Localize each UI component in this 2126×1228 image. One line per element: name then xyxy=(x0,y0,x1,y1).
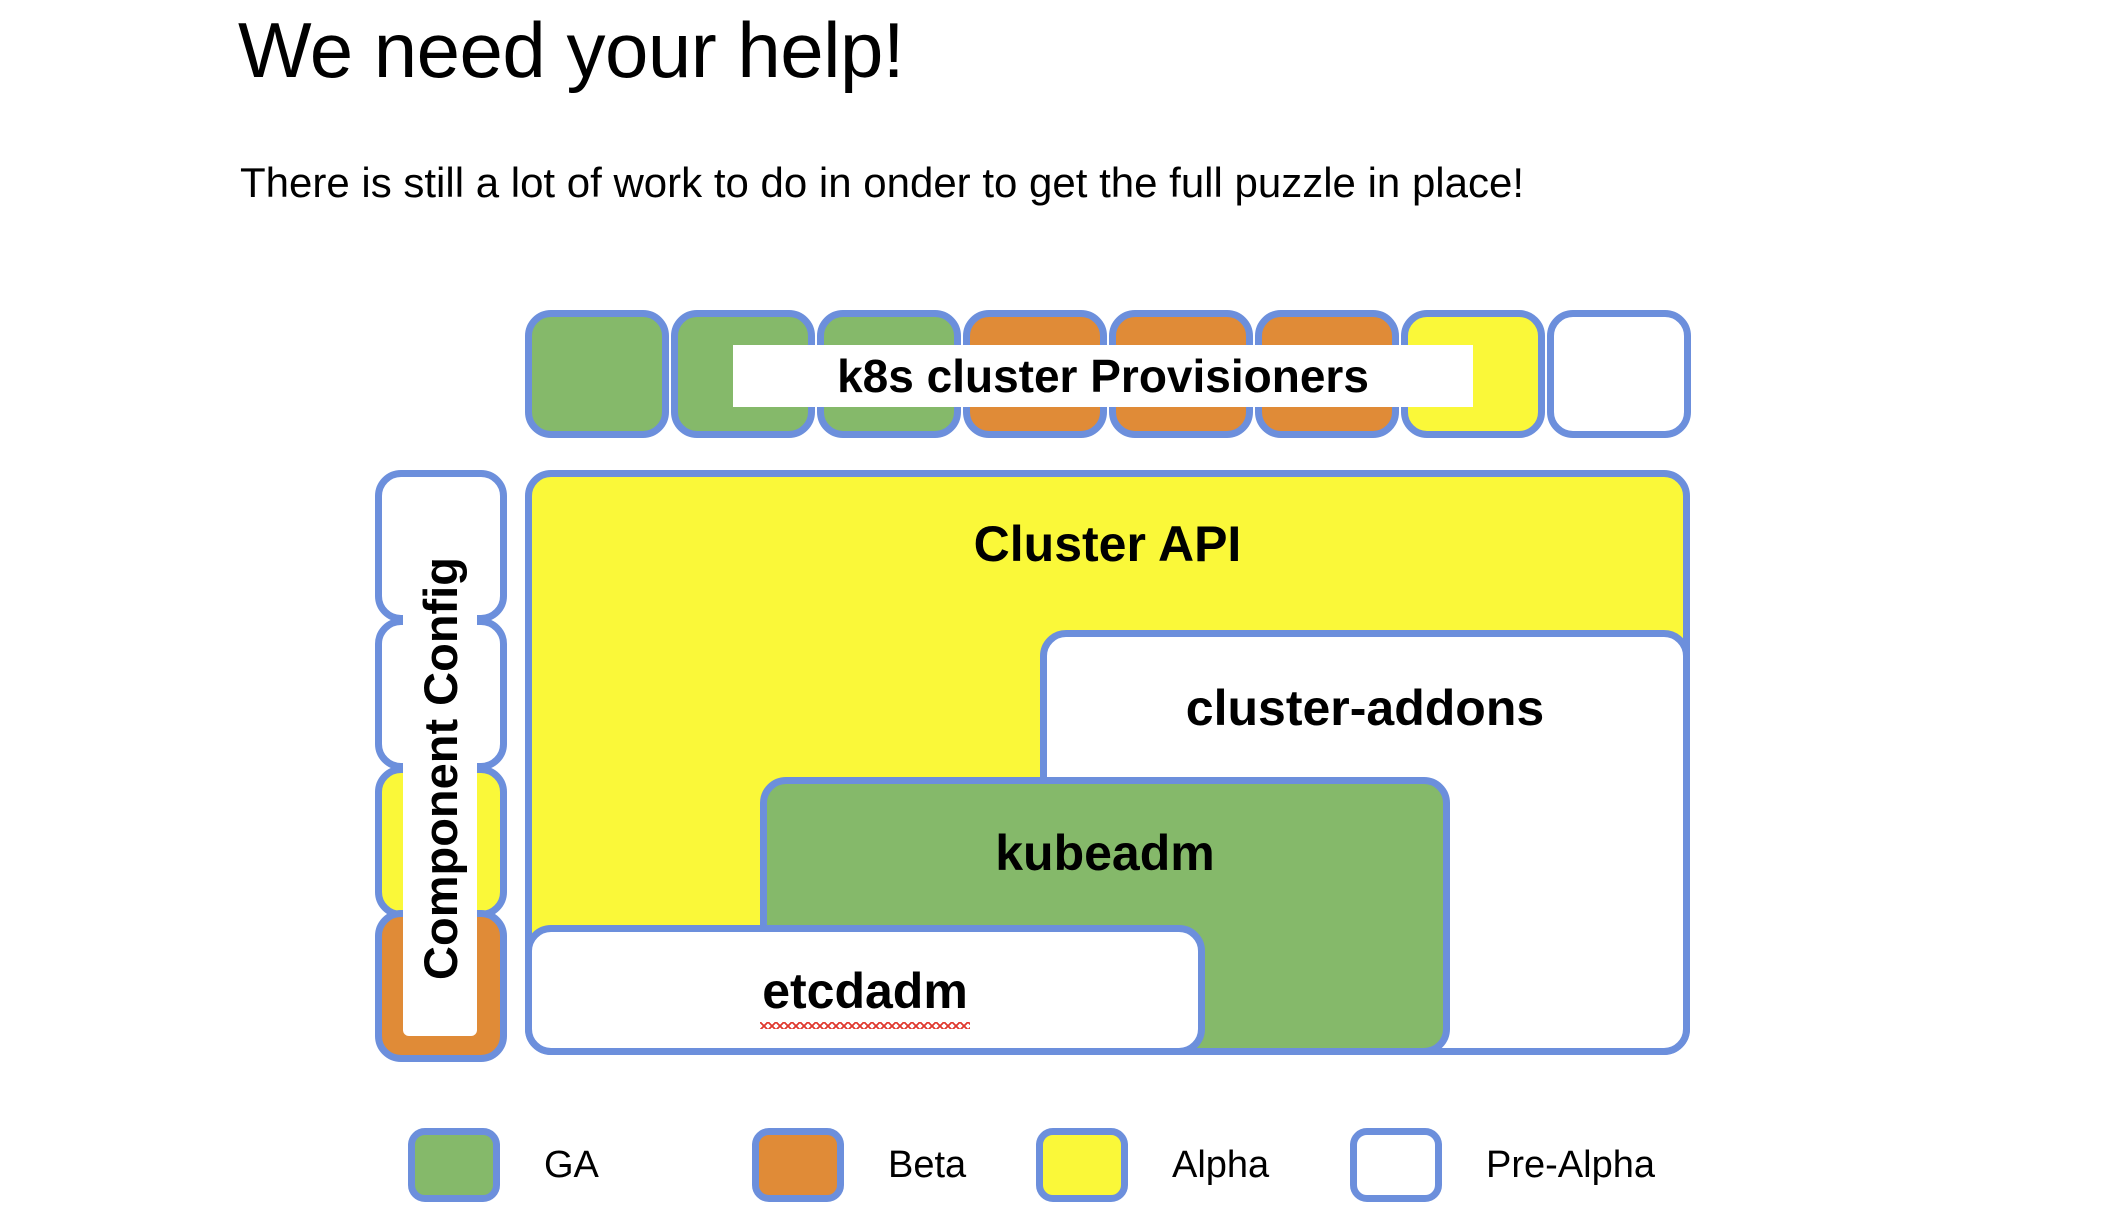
provisioner-row-label: k8s cluster Provisioners xyxy=(733,345,1473,407)
legend-label-beta: Beta xyxy=(888,1143,967,1186)
legend-label-prealpha: Pre-Alpha xyxy=(1486,1143,1655,1186)
node-cluster-addons-label: cluster-addons xyxy=(1185,680,1545,736)
page-title: We need your help! xyxy=(238,6,905,94)
node-kubeadm-label: kubeadm xyxy=(995,825,1215,881)
legend-item-ga: GA xyxy=(408,1128,599,1202)
legend-item-alpha: Alpha xyxy=(1036,1128,1269,1202)
legend-label-ga: GA xyxy=(544,1143,599,1186)
node-cluster-api-label: Cluster API xyxy=(973,516,1242,572)
legend-item-prealpha: Pre-Alpha xyxy=(1350,1128,1655,1202)
provisioner-box-8[interactable] xyxy=(1547,310,1691,438)
provisioner-box-1[interactable] xyxy=(525,310,669,438)
legend-item-beta: Beta xyxy=(752,1128,966,1202)
node-etcdadm-label-text: etcdadm xyxy=(760,963,970,1029)
component-config-label: Component Config xyxy=(403,500,477,1036)
node-etcdadm[interactable]: etcdadm xyxy=(525,925,1205,1055)
legend-swatch-beta xyxy=(752,1128,844,1202)
legend-swatch-ga xyxy=(408,1128,500,1202)
page-subtitle: There is still a lot of work to do in on… xyxy=(240,159,1525,206)
legend-swatch-alpha xyxy=(1036,1128,1128,1202)
legend-swatch-prealpha xyxy=(1350,1128,1442,1202)
legend-label-alpha: Alpha xyxy=(1172,1143,1270,1186)
node-etcdadm-label: etcdadm xyxy=(532,962,1198,1029)
component-config-label-text: Component Config xyxy=(413,556,467,980)
